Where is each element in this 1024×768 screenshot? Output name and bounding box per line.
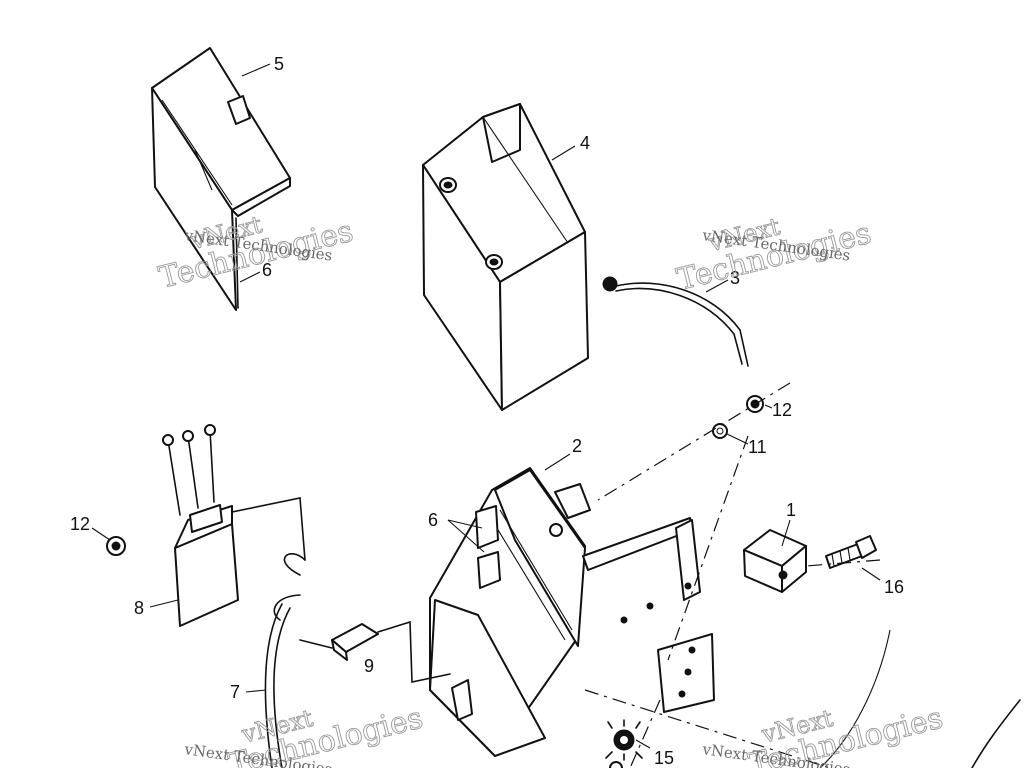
callout-8: 8 bbox=[134, 598, 144, 618]
callout-7: 7 bbox=[230, 682, 240, 702]
callout-16: 16 bbox=[884, 577, 904, 597]
callout-1: 1 bbox=[786, 500, 796, 520]
callout-12-left: 12 bbox=[70, 514, 90, 534]
callout-6-tray: 6 bbox=[428, 510, 438, 530]
callout-5: 5 bbox=[274, 54, 284, 74]
callout-4: 4 bbox=[580, 133, 590, 153]
callout-labels: 1 2 3 4 5 6 6 7 8 9 11 12 12 15 16 bbox=[70, 54, 904, 768]
callout-6-cover: 6 bbox=[262, 260, 272, 280]
callout-12-right: 12 bbox=[772, 400, 792, 420]
part-nut-12-left bbox=[106, 536, 126, 556]
part-bolt-16 bbox=[825, 535, 877, 569]
callout-3: 3 bbox=[730, 268, 740, 288]
assembly-centerlines bbox=[584, 382, 1021, 768]
part-battery bbox=[422, 103, 589, 411]
part-star-washer-15 bbox=[605, 719, 643, 768]
part-battery-cable bbox=[602, 276, 749, 367]
part-battery-cover bbox=[151, 47, 291, 311]
callout-15: 15 bbox=[654, 748, 674, 768]
part-relay-8 bbox=[162, 424, 239, 627]
part-battery-tray bbox=[429, 467, 715, 757]
callout-2: 2 bbox=[572, 436, 582, 456]
part-connector-9 bbox=[299, 620, 451, 683]
part-clamp-block bbox=[743, 529, 807, 593]
part-wire-harness-7 bbox=[231, 497, 306, 768]
part-lockwasher-11 bbox=[712, 423, 728, 439]
callout-11: 11 bbox=[748, 437, 767, 457]
callout-9: 9 bbox=[364, 656, 374, 676]
leader-lines bbox=[91, 63, 881, 749]
